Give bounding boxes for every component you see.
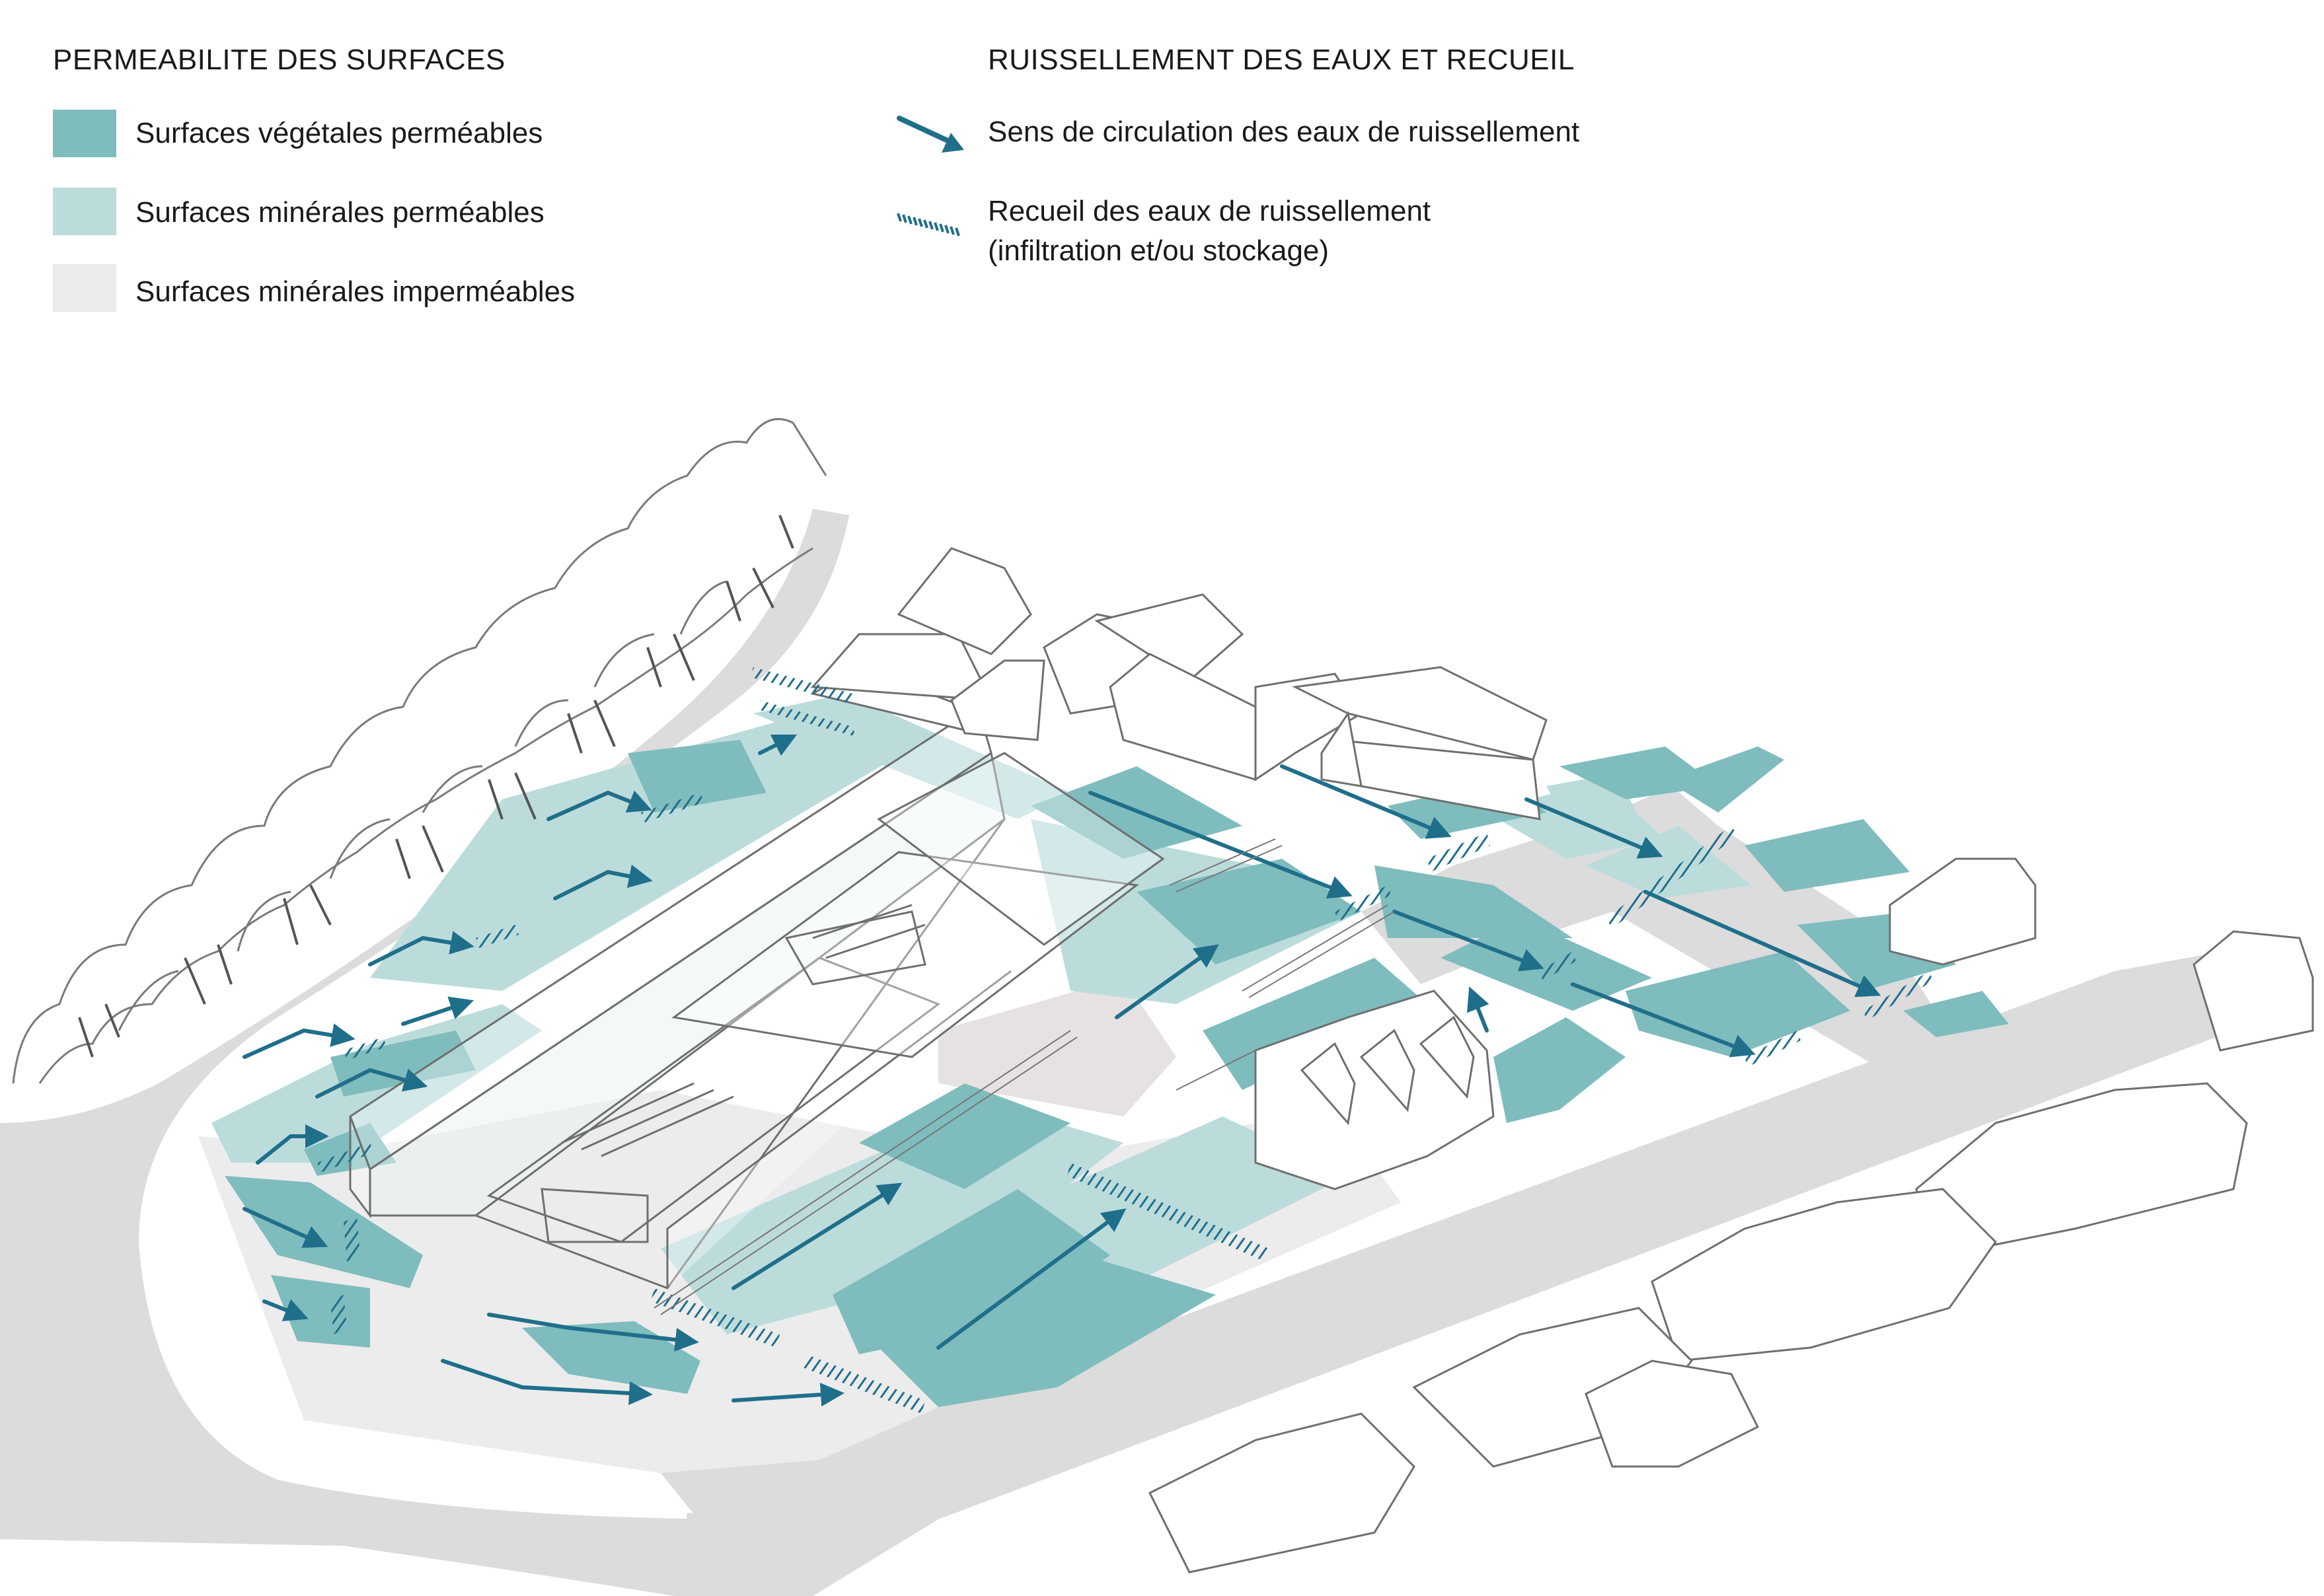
runoff-arrow: [256, 1124, 329, 1165]
runoff-arrow: [1392, 910, 1544, 972]
runoff-arrows: [243, 734, 1881, 1407]
collection-band: [760, 700, 856, 737]
collection-band: [476, 925, 519, 948]
collection-band: [1606, 826, 1738, 928]
runoff-arrow: [441, 1359, 653, 1405]
runoff-arrow: [1643, 890, 1881, 998]
collection-band: [344, 1215, 360, 1262]
legend-item-vegetal-permeable: Surfaces végétales perméables: [135, 117, 543, 149]
tree-hedge: [12, 417, 827, 1084]
legend-runoff-title: RUISSELLEMENT DES EAUX ET RECUEIL: [988, 44, 1575, 76]
upper-buildings: [809, 547, 1548, 820]
runoff-arrow: [936, 1208, 1127, 1350]
hatched-band-icon: [897, 213, 960, 236]
collection-band: [1067, 1163, 1269, 1262]
runoff-arrow: [546, 790, 652, 821]
collection-band: [641, 793, 704, 822]
arrow-icon: [897, 116, 964, 153]
legend-permeability-title: PERMEABILITE DES SURFACES: [53, 44, 506, 76]
legend-item-runoff-collection-line2: (infiltration et/ou stockage): [988, 235, 1330, 267]
road-south-main: [661, 945, 2286, 1596]
runoff-arrow: [731, 1383, 844, 1407]
runoff-arrow: [1571, 982, 1756, 1058]
runoff-arrow: [401, 996, 474, 1026]
runoff-arrow: [731, 1182, 903, 1290]
runoff-arrow: [315, 1068, 428, 1099]
legend-item-runoff-collection-line1: Recueil des eaux de ruissellement: [988, 195, 1431, 227]
main-building: [349, 705, 1165, 1289]
runoff-arrow: [262, 1299, 309, 1322]
legend-item-mineral-impermeable: Surfaces minérales imperméables: [135, 275, 576, 308]
swatch-vegetal-permeable: [53, 110, 116, 157]
swatch-mineral-permeable: [53, 188, 116, 235]
collection-bands: [317, 667, 1933, 1414]
runoff-arrow: [487, 1313, 699, 1352]
runoff-arrow: [243, 1023, 356, 1059]
collection-band: [344, 1037, 387, 1060]
fence-sketch: [654, 838, 1395, 1315]
runoff-arrow: [553, 864, 653, 900]
right-houses: [1148, 857, 2314, 1574]
central-house: [1254, 990, 1495, 1190]
road-bottom-strip: [674, 1513, 780, 1596]
collection-band: [750, 667, 852, 704]
road-west-curve: [0, 509, 849, 1596]
collection-band: [317, 1143, 373, 1173]
collection-band: [651, 1288, 780, 1348]
collection-band: [1744, 1031, 1801, 1067]
runoff-arrow: [758, 734, 798, 756]
collection-band: [1427, 832, 1490, 872]
collection-band: [1540, 951, 1576, 981]
runoff-arrow: [1524, 797, 1663, 859]
vegetal-permeable-surfaces: [225, 740, 2009, 1407]
runoff-arrow: [1466, 986, 1489, 1033]
runoff-arrow: [1115, 944, 1219, 1019]
runoff-arrow: [1280, 764, 1452, 839]
collection-band: [1335, 885, 1391, 922]
collection-band: [803, 1354, 925, 1414]
legend-item-mineral-permeable: Surfaces minérales perméables: [135, 196, 544, 229]
tree-hedge-shading: [78, 515, 794, 1058]
collection-band: [330, 1295, 347, 1334]
runoff-arrow: [1088, 791, 1353, 899]
swatch-mineral-impermeable: [53, 264, 116, 312]
legend-item-runoff-direction: Sens de circulation des eaux de ruissell…: [988, 116, 1580, 148]
runoff-arrow: [243, 1207, 328, 1248]
collection-band: [1863, 971, 1933, 1021]
runoff-arrow: [368, 931, 474, 966]
